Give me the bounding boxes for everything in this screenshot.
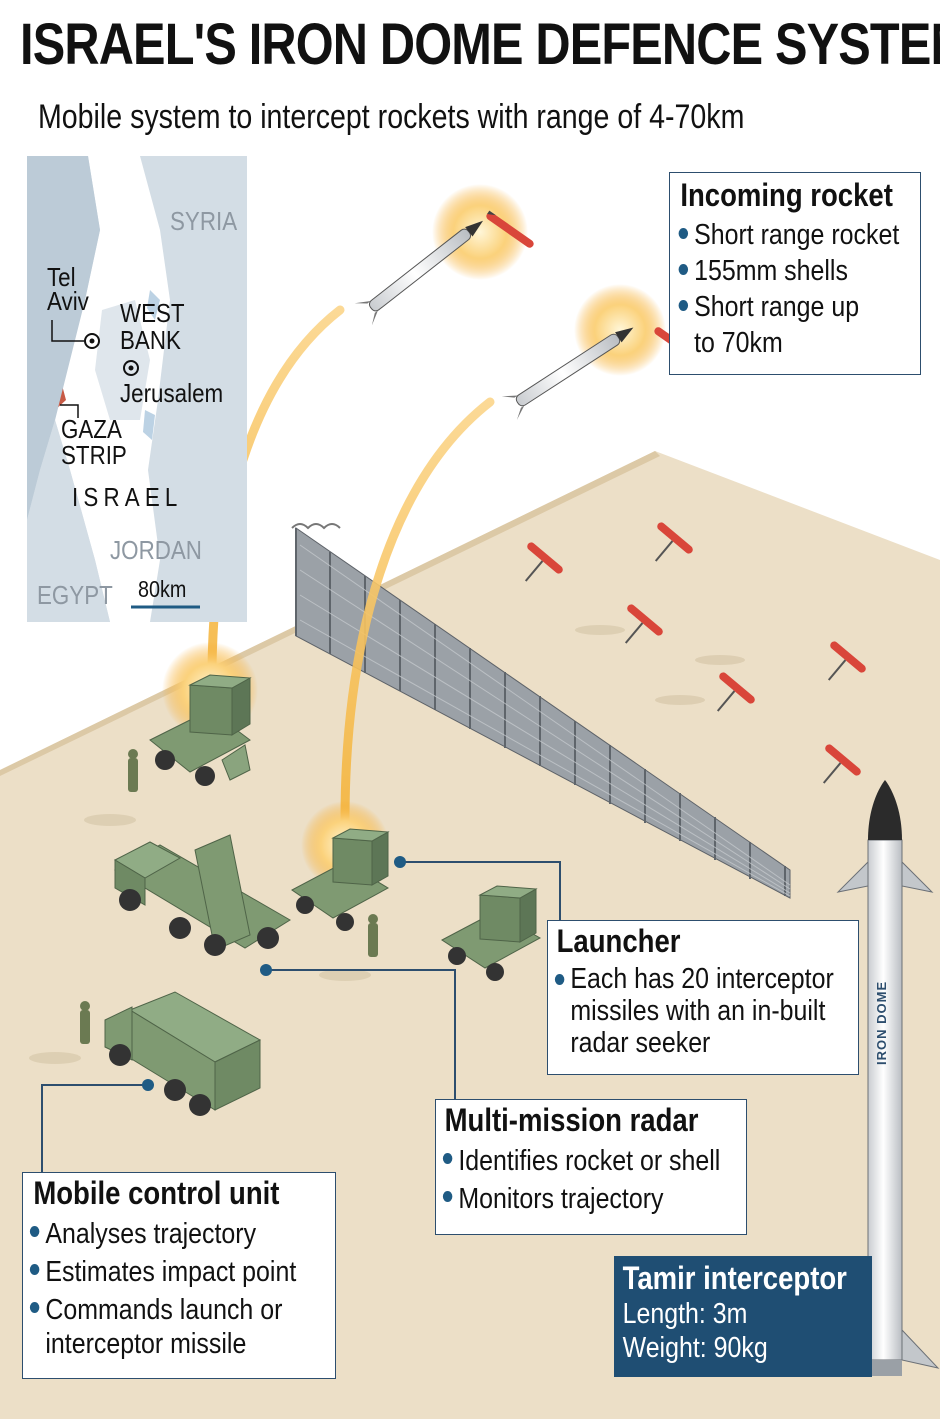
list-item-continuation: missiles with an in-built [570,995,826,1027]
radar-truck [113,834,291,956]
connector-dots [142,856,406,1091]
list-item: Commands launch or [28,1291,296,1329]
explosion-1 [432,184,528,280]
map-inset [27,156,247,622]
list-item: Identifies rocket or shell [441,1142,720,1180]
map-label-tel-aviv-2: Aviv [47,286,89,316]
list-item-continuation: to 70km [694,327,783,359]
control-unit-box: Mobile control unit Analyses trajectory … [22,1172,336,1379]
map-label-egypt: EGYPT [37,580,113,610]
map-label-west-bank-1: WEST [120,298,185,328]
launcher-box: Launcher Each has 20 interceptor missile… [547,920,859,1075]
list-item: Monitors trajectory [441,1180,720,1218]
incoming-rocket-list: Short range rocket 155mm shells Short ra… [677,217,899,361]
launcher-vehicle-3 [441,885,542,981]
list-item: Short range up [677,289,899,325]
page-title: ISRAEL'S IRON DOME DEFENCE SYSTEM [20,12,940,77]
list-item: Short range rocket [677,217,899,253]
tamir-title: Tamir interceptor [622,1260,847,1296]
tamir-length: Length: 3m [622,1298,748,1330]
control-unit-list: Analyses trajectory Estimates impact poi… [28,1215,296,1359]
connector-lines [41,861,561,1172]
radar-box: Multi-mission radar Identifies rocket or… [435,1099,747,1235]
list-item: Each has 20 interceptor [553,963,834,995]
map-label-west-bank-2: BANK [120,325,181,355]
map-label-syria: SYRIA [170,206,238,236]
list-item: 155mm shells [677,253,899,289]
incoming-rocket-title: Incoming rocket [680,177,893,213]
soldiers [80,749,378,1044]
radar-title: Multi-mission radar [444,1102,699,1138]
interceptor-missile-1 [354,220,484,326]
page-subtitle: Mobile system to intercept rockets with … [38,98,745,136]
map-label-tel-aviv-1: Tel [47,262,76,292]
map-label-israel: ISRAEL [72,482,183,512]
launcher-vehicle-1 [149,674,252,786]
map-label-gaza-1: GAZA [61,414,122,444]
ground-shadows [29,625,745,1064]
tamir-interceptor-box: Tamir interceptor Length: 3m Weight: 90k… [614,1256,872,1377]
incoming-rocket-1 [486,210,534,248]
list-item-continuation: interceptor missile [45,1328,247,1360]
map-scale-label: 80km [138,576,187,602]
list-item-continuation: radar seeker [570,1027,711,1059]
launcher-vehicle-2 [291,828,390,931]
control-unit-title: Mobile control unit [33,1175,280,1211]
interceptor-trail-2 [340,397,495,825]
border-fence [291,523,791,899]
tamir-weight: Weight: 90kg [622,1332,768,1364]
map-label-jordan: JORDAN [110,535,202,565]
launcher-title: Launcher [556,923,681,959]
list-item: Analyses trajectory [28,1215,296,1253]
list-item: Estimates impact point [28,1253,296,1291]
incoming-rocket-box: Incoming rocket Short range rocket 155mm… [669,172,921,375]
map-label-gaza-2: STRIP [61,440,127,470]
launcher-list: Each has 20 interceptor missiles with an… [553,963,834,1059]
map-label-jerusalem: Jerusalem [120,378,224,408]
enemy-rockets-ground [524,522,866,784]
radar-list: Identifies rocket or shell Monitors traj… [441,1142,720,1218]
control-unit-truck [104,991,262,1116]
tamir-body-text: IRON DOME [874,980,889,1065]
interceptor-missile-2 [501,327,634,420]
